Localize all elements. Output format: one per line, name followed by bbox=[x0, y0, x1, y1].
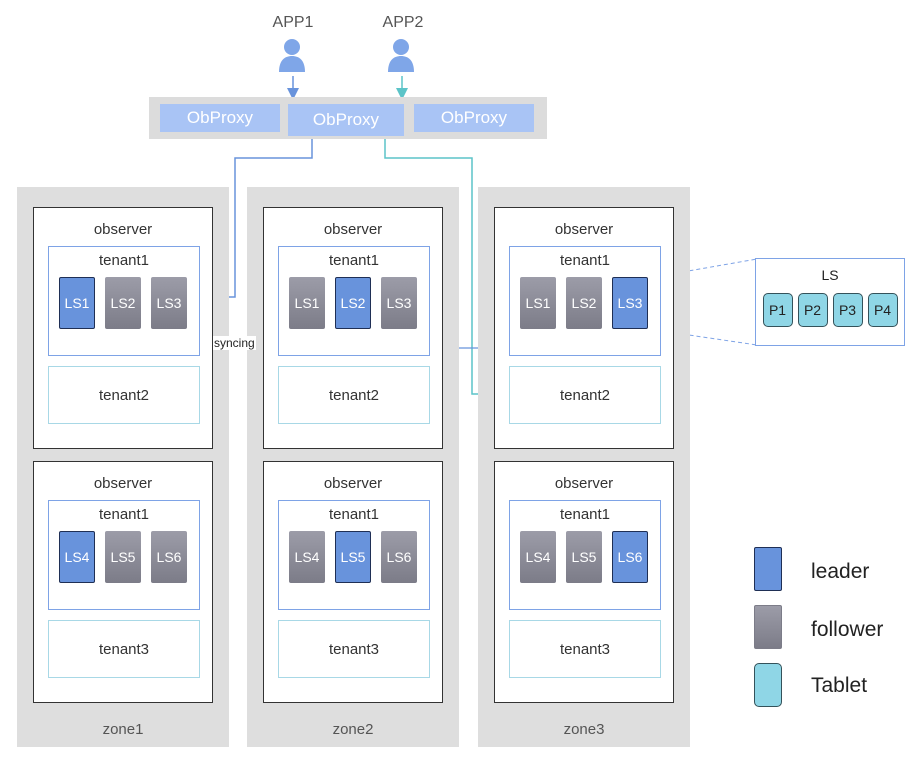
ls-detail-title: LS bbox=[821, 267, 839, 283]
ls-detail-dash-bottom bbox=[647, 328, 758, 346]
app2-label: APP2 bbox=[382, 14, 424, 31]
zone-3-label: zone3 bbox=[563, 721, 605, 738]
ls-ls3-follower[interactable]: LS3 bbox=[151, 277, 187, 329]
app1-user-icon bbox=[279, 39, 305, 72]
tenant2-box: tenant2 bbox=[509, 366, 661, 424]
ls-ls2-follower[interactable]: LS2 bbox=[566, 277, 602, 329]
ls-row: LS4 LS5 LS6 bbox=[520, 531, 648, 583]
ls-ls6-follower[interactable]: LS6 bbox=[151, 531, 187, 583]
ls-detail-dash-top bbox=[647, 258, 758, 279]
ls-row: LS1 LS2 LS3 bbox=[520, 277, 648, 329]
syncing-label: syncing bbox=[213, 336, 256, 350]
app2-user-icon bbox=[388, 39, 414, 72]
tablet-p1: P1 bbox=[762, 293, 793, 327]
ls-ls4-follower[interactable]: LS4 bbox=[289, 531, 325, 583]
tablet-p4: P4 bbox=[867, 293, 898, 327]
ls-ls6-leader[interactable]: LS6 bbox=[612, 531, 648, 583]
app1-label: APP1 bbox=[272, 14, 314, 31]
ls-ls2-leader[interactable]: LS2 bbox=[335, 277, 371, 329]
ls-ls1-follower[interactable]: LS1 bbox=[520, 277, 556, 329]
observer-label: observer bbox=[323, 475, 383, 492]
tenant3-box: tenant3 bbox=[509, 620, 661, 678]
ls-detail-box: LS P1 P2 P3 P4 bbox=[755, 258, 905, 346]
ls-ls5-follower[interactable]: LS5 bbox=[105, 531, 141, 583]
legend-leader-label: leader bbox=[811, 560, 870, 583]
tenant1-label: tenant1 bbox=[559, 252, 611, 269]
tenant3-box: tenant3 bbox=[48, 620, 200, 678]
ls-ls1-follower[interactable]: LS1 bbox=[289, 277, 325, 329]
zone-1-label: zone1 bbox=[102, 721, 144, 738]
obproxy-1[interactable]: ObProxy bbox=[160, 104, 280, 132]
ls-row: LS4 LS5 LS6 bbox=[59, 531, 187, 583]
ls-ls2-follower[interactable]: LS2 bbox=[105, 277, 141, 329]
tenant2-box: tenant2 bbox=[278, 366, 430, 424]
ls-ls5-follower[interactable]: LS5 bbox=[566, 531, 602, 583]
ls-row: LS4 LS5 LS6 bbox=[289, 531, 417, 583]
observer-label: observer bbox=[93, 221, 153, 238]
tenant1-label: tenant1 bbox=[328, 252, 380, 269]
ls-ls5-leader[interactable]: LS5 bbox=[335, 531, 371, 583]
tablet-row: P1 P2 P3 P4 bbox=[756, 293, 904, 327]
obproxy-2[interactable]: ObProxy bbox=[288, 104, 404, 136]
tenant2-box: tenant2 bbox=[48, 366, 200, 424]
tenant1-label: tenant1 bbox=[98, 252, 150, 269]
ls-ls1-leader[interactable]: LS1 bbox=[59, 277, 95, 329]
ls-ls6-follower[interactable]: LS6 bbox=[381, 531, 417, 583]
tenant1-label: tenant1 bbox=[98, 506, 150, 523]
zone-2-label: zone2 bbox=[332, 721, 374, 738]
tenant3-box: tenant3 bbox=[278, 620, 430, 678]
legend-follower-swatch bbox=[754, 605, 782, 649]
obproxy-3[interactable]: ObProxy bbox=[414, 104, 534, 132]
ls-ls3-follower[interactable]: LS3 bbox=[381, 277, 417, 329]
legend-tablet-swatch bbox=[754, 663, 782, 707]
observer-label: observer bbox=[554, 475, 614, 492]
observer-label: observer bbox=[323, 221, 383, 238]
ls-ls4-leader[interactable]: LS4 bbox=[59, 531, 95, 583]
observer-label: observer bbox=[93, 475, 153, 492]
tenant1-label: tenant1 bbox=[559, 506, 611, 523]
tenant1-label: tenant1 bbox=[328, 506, 380, 523]
legend-tablet-label: Tablet bbox=[811, 674, 868, 697]
tablet-p3: P3 bbox=[832, 293, 863, 327]
ls-row: LS1 LS2 LS3 bbox=[59, 277, 187, 329]
ls-ls3-leader[interactable]: LS3 bbox=[612, 277, 648, 329]
legend-follower-label: follower bbox=[811, 618, 884, 641]
ls-row: LS1 LS2 LS3 bbox=[289, 277, 417, 329]
legend-leader-swatch bbox=[754, 547, 782, 591]
tablet-p2: P2 bbox=[797, 293, 828, 327]
ls-ls4-follower[interactable]: LS4 bbox=[520, 531, 556, 583]
observer-label: observer bbox=[554, 221, 614, 238]
